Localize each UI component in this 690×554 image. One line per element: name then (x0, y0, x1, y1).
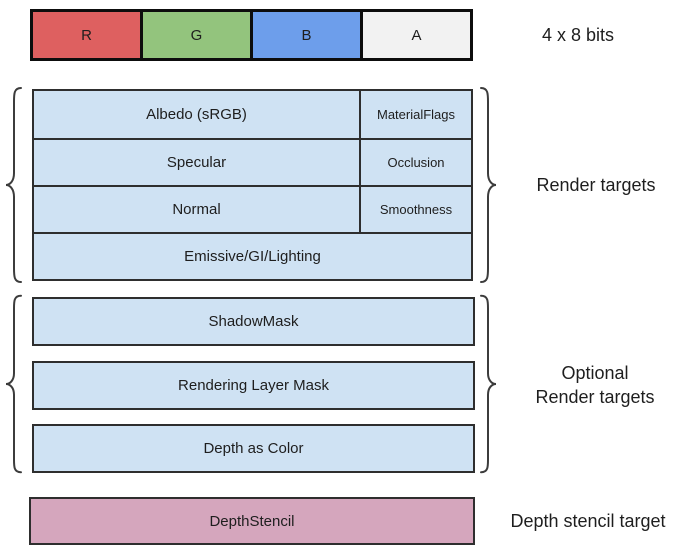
render-targets-table: Albedo (sRGB) MaterialFlags Specular Occ… (32, 89, 473, 281)
box-rendering-layer-mask: Rendering Layer Mask (32, 361, 475, 410)
cell-emissive: Emissive/GI/Lighting (184, 248, 321, 265)
cell-occlusion: Occlusion (359, 140, 471, 185)
render-targets-label: Render targets (536, 174, 656, 195)
cell-materialflags: MaterialFlags (359, 91, 471, 138)
cell-specular: Specular (166, 154, 227, 171)
left-brace-render-targets (4, 86, 24, 284)
rgba-cell-b: B (250, 12, 360, 58)
table-row: Emissive/GI/Lighting (34, 232, 471, 279)
depth-stencil-target-label: Depth stencil target (510, 510, 666, 531)
optional-label-line2: Render targets (535, 387, 655, 407)
rgba-bar: R G B A (30, 9, 473, 61)
left-brace-optional-targets (4, 294, 24, 474)
bits-caption: 4 x 8 bits (541, 24, 615, 45)
table-row: Normal Smoothness (34, 185, 471, 232)
box-depth-as-color: Depth as Color (32, 424, 475, 473)
optional-label-line1: Optional (561, 362, 629, 383)
rgba-cell-g: G (140, 12, 250, 58)
cell-normal: Normal (172, 201, 221, 218)
rgba-cell-a: A (360, 12, 470, 58)
optional-render-targets-label: Optional Render targets (500, 297, 690, 473)
rgba-cell-r: R (33, 12, 140, 58)
right-brace-render-targets (478, 86, 498, 284)
table-row: Specular Occlusion (34, 138, 471, 185)
box-shadowmask: ShadowMask (32, 297, 475, 346)
cell-smoothness: Smoothness (359, 187, 471, 232)
box-depthstencil: DepthStencil (29, 497, 475, 545)
right-brace-optional-targets (478, 294, 498, 474)
table-row: Albedo (sRGB) MaterialFlags (34, 91, 471, 138)
cell-albedo: Albedo (sRGB) (146, 106, 247, 123)
